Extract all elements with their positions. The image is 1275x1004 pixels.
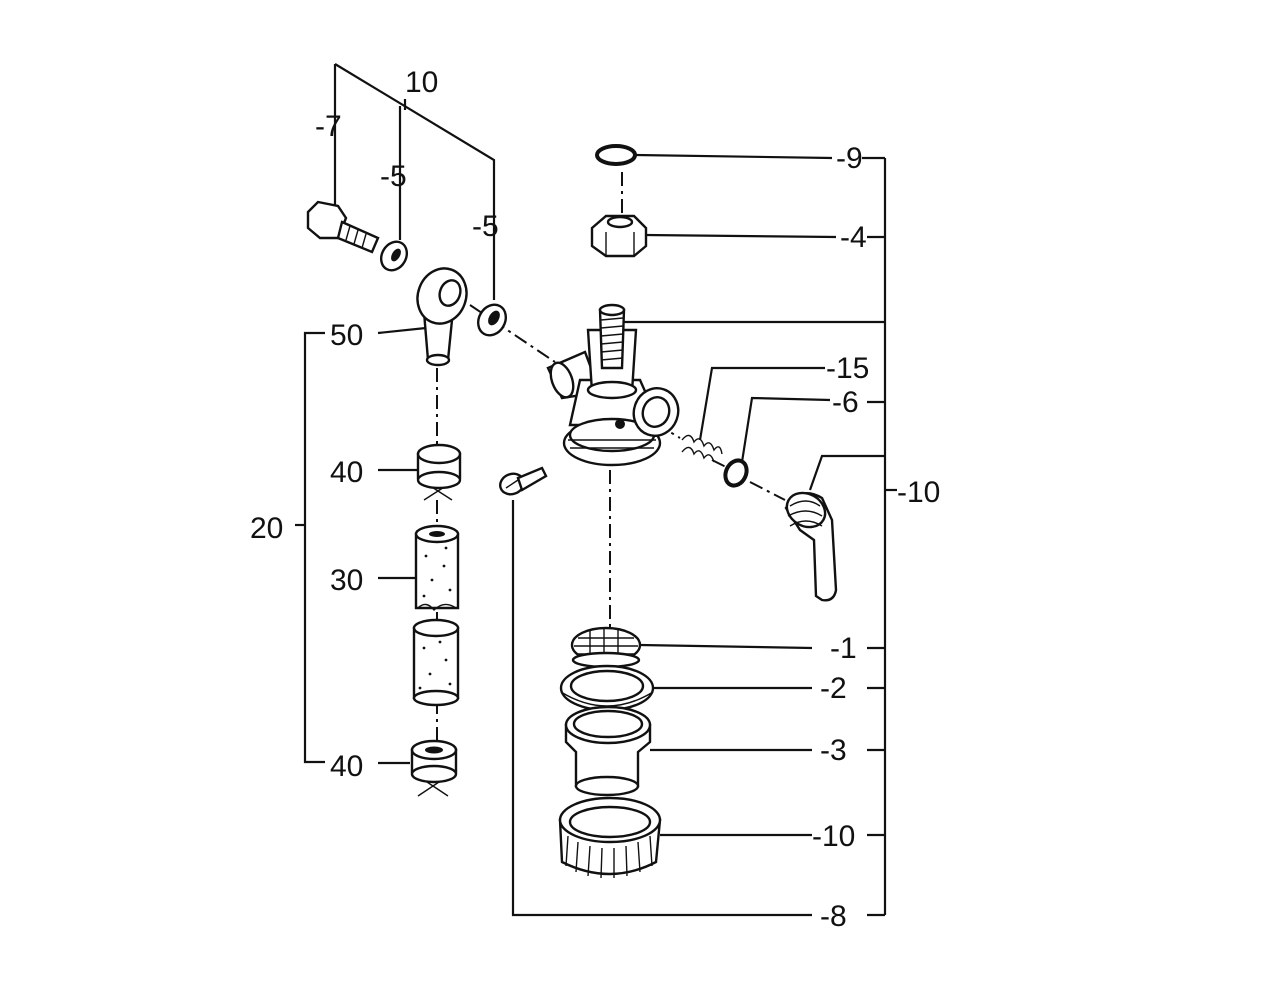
valve-lever-part: [784, 491, 838, 602]
label-group-left: 20: [250, 512, 283, 545]
label-oring-top: -9: [836, 142, 863, 175]
label-bowl-nut: -10: [812, 820, 855, 853]
label-oring-lever: -6: [832, 386, 859, 419]
label-screw: -8: [820, 900, 847, 933]
label-bolt: -7: [315, 110, 342, 143]
label-lever: -10: [897, 476, 940, 509]
label-spring: -15: [826, 352, 869, 385]
sediment-bowl-part: [564, 705, 652, 797]
filter-upper-part: [414, 524, 460, 612]
label-clamp-bottom: 40: [330, 750, 363, 783]
o-ring-top-part: [595, 144, 637, 166]
leader-lines: [295, 63, 897, 917]
label-gasket: -2: [820, 672, 847, 705]
label-nut: -4: [840, 221, 867, 254]
strainer-screen-part: [570, 626, 642, 669]
hose-clamp-bottom-part: [410, 739, 458, 797]
nut-part: [590, 214, 648, 258]
hose-clamp-top-part: [416, 443, 462, 501]
label-washer-right: -5: [472, 210, 499, 243]
o-ring-lever-part: [723, 458, 749, 488]
part-labels: -7 10 -5 -5 -9 -4 -15 -6 -10 50 20 40 30…: [250, 66, 940, 933]
banjo-elbow-part: [416, 267, 468, 367]
label-strainer: -1: [830, 632, 857, 665]
label-assembly-top: 10: [405, 66, 438, 99]
label-filter: 30: [330, 564, 363, 597]
label-elbow: 50: [330, 319, 363, 352]
filter-lower-part: [412, 618, 460, 707]
bowl-retaining-nut-part: [558, 796, 662, 879]
washer-left-part: [379, 240, 409, 272]
fuel-valve-body-part: [546, 303, 680, 467]
label-clamp-top: 40: [330, 456, 363, 489]
screw-part: [499, 466, 548, 496]
gasket-part: [559, 664, 655, 712]
washer-right-part: [476, 303, 508, 337]
spring-part: [681, 434, 723, 463]
banjo-bolt-part: [306, 200, 380, 254]
label-bowl: -3: [820, 734, 847, 767]
label-washer-left: -5: [380, 160, 407, 193]
